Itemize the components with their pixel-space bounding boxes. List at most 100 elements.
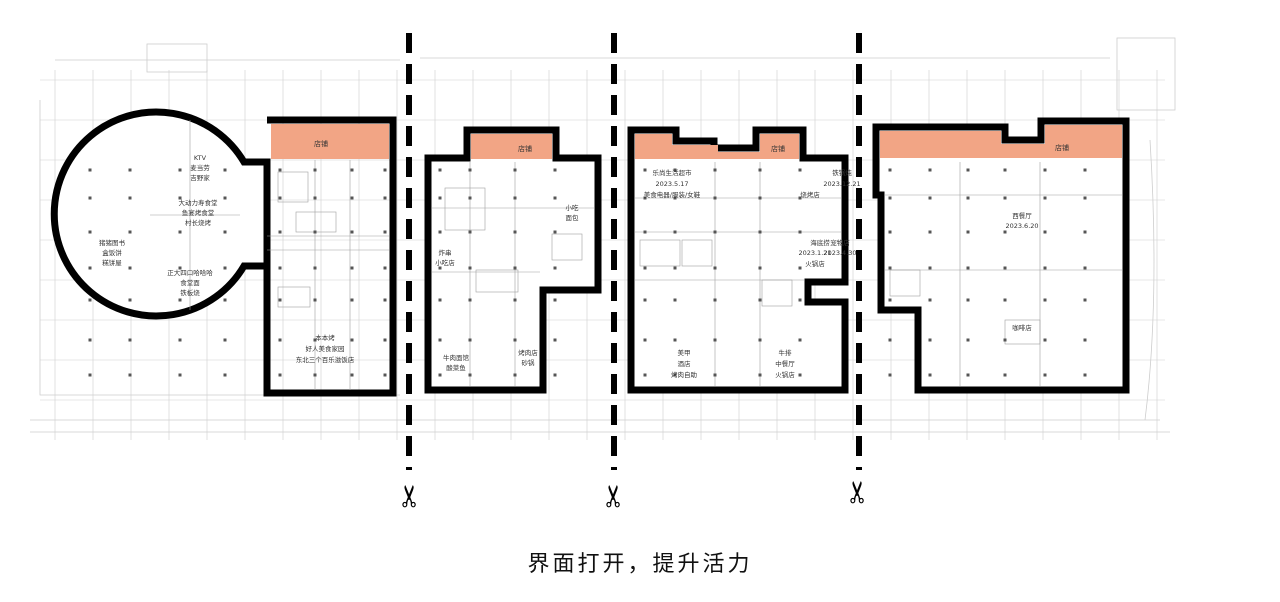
shop-label: 东北三个百乐滋饭店	[296, 355, 355, 364]
shop-label: 酸菜鱼	[446, 363, 466, 372]
column-dot	[798, 168, 802, 172]
shop-label: 糕饼屋	[102, 258, 122, 267]
column-dot	[438, 266, 442, 270]
block-1-wing-outline	[263, 116, 397, 397]
column-dot	[758, 230, 762, 234]
column-dot	[1043, 298, 1047, 302]
column-dot	[513, 168, 517, 172]
column-dot	[643, 196, 647, 200]
column-dot	[223, 266, 227, 270]
block-2-outline	[424, 126, 602, 394]
column-dot	[1003, 168, 1007, 172]
shop-label: 牛排	[779, 348, 793, 357]
column-dot	[88, 266, 92, 270]
column-dot	[966, 196, 970, 200]
shop-label: 海底捞	[810, 238, 830, 247]
shop-label: 烧烤店	[800, 190, 820, 199]
column-dot	[1083, 266, 1087, 270]
shop-label: 乐尚生活超市	[653, 168, 693, 177]
column-dot	[223, 196, 227, 200]
block-1: 店铺	[50, 108, 397, 397]
block-4-facade	[880, 125, 1122, 158]
column-dot	[798, 373, 802, 377]
column-dot	[468, 196, 472, 200]
shop-label: 美甲	[678, 348, 691, 357]
block-1-facade	[271, 124, 389, 159]
column-dot	[383, 196, 387, 200]
column-dot	[438, 230, 442, 234]
column-dot	[278, 266, 282, 270]
shop-label: 面包	[566, 213, 580, 222]
column-dot	[673, 196, 677, 200]
block-3: 店铺	[627, 126, 849, 394]
column-dot	[128, 373, 132, 377]
column-dot	[643, 373, 647, 377]
column-dot	[758, 373, 762, 377]
column-dot	[468, 168, 472, 172]
column-dot	[888, 338, 892, 342]
column-dot	[383, 230, 387, 234]
column-dot	[438, 373, 442, 377]
column-dot	[1003, 298, 1007, 302]
column-dot	[1083, 168, 1087, 172]
shop-label: KTV	[194, 154, 207, 162]
scissors-icons: ✂ ✂ ✂	[393, 479, 876, 508]
column-dot	[178, 338, 182, 342]
column-dot	[223, 298, 227, 302]
column-dot	[1043, 373, 1047, 377]
column-dot	[643, 338, 647, 342]
column-dot	[798, 230, 802, 234]
diagram-caption: 界面打开，提升活力	[527, 552, 753, 577]
column-dot	[383, 373, 387, 377]
column-dot	[673, 266, 677, 270]
column-dot	[128, 298, 132, 302]
column-dot	[966, 168, 970, 172]
column-dot	[928, 266, 932, 270]
block-1-facade-label: 店铺	[314, 139, 328, 148]
column-dot	[88, 338, 92, 342]
column-dot	[553, 168, 557, 172]
column-dot	[513, 338, 517, 342]
shop-label: 盒饭饼	[102, 248, 122, 257]
column-dot	[966, 266, 970, 270]
column-dot	[178, 168, 182, 172]
scissors-icon: ✂	[841, 479, 876, 504]
block-4-interior	[885, 162, 1122, 386]
column-dot	[383, 168, 387, 172]
shop-label: 炸串	[439, 248, 452, 257]
column-dot	[178, 266, 182, 270]
column-dot	[313, 230, 317, 234]
column-dot	[713, 196, 717, 200]
column-dot	[1083, 196, 1087, 200]
column-dot	[758, 266, 762, 270]
column-dot	[928, 373, 932, 377]
column-dot	[673, 298, 677, 302]
shop-label: 2023.1.21	[798, 249, 831, 257]
column-dot	[758, 298, 762, 302]
column-dot	[1043, 230, 1047, 234]
column-dot	[513, 196, 517, 200]
column-dot	[673, 168, 677, 172]
column-dot	[966, 230, 970, 234]
column-dot	[1003, 373, 1007, 377]
column-dot	[278, 230, 282, 234]
column-dot	[713, 266, 717, 270]
column-dot	[798, 338, 802, 342]
column-dot	[128, 266, 132, 270]
column-dot	[438, 196, 442, 200]
column-dot	[928, 298, 932, 302]
column-dot	[1003, 338, 1007, 342]
column-dot	[1043, 266, 1047, 270]
column-dot	[350, 266, 354, 270]
column-dot	[513, 266, 517, 270]
column-dot	[468, 298, 472, 302]
column-dot	[178, 196, 182, 200]
scissors-icon: ✂	[393, 483, 428, 508]
column-dot	[438, 168, 442, 172]
column-dot	[178, 373, 182, 377]
shop-label: 麦当劳	[190, 163, 210, 172]
column-dot	[223, 373, 227, 377]
shop-label: 2023.5.17	[655, 180, 688, 188]
shop-label: 烤肉店	[518, 348, 538, 357]
